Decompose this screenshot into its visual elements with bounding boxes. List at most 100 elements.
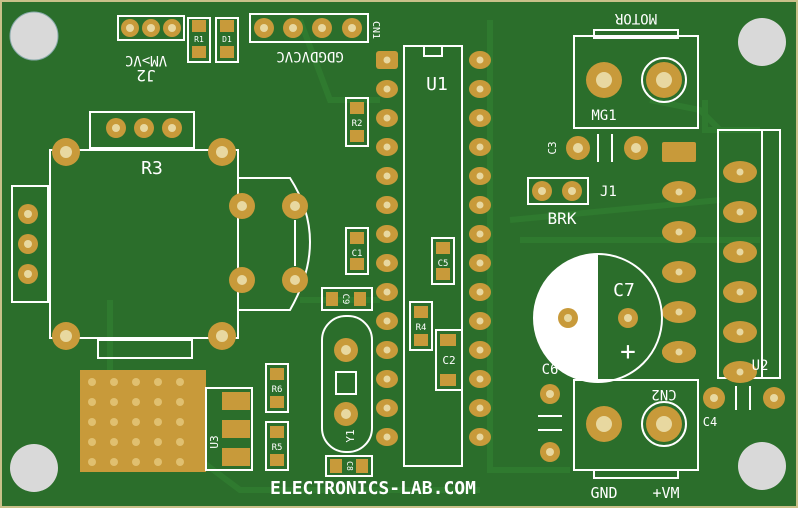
- u3-thermal-via: [132, 438, 140, 446]
- u3-regulator: [80, 370, 253, 472]
- r1-footprint: [187, 17, 211, 63]
- r5-footprint: [265, 421, 289, 471]
- c5-footprint: [431, 237, 455, 285]
- u1-pin: [376, 109, 398, 127]
- u3-thermal-via: [110, 438, 118, 446]
- u3-thermal-via: [132, 378, 140, 386]
- mg1-label: MG1: [591, 108, 616, 124]
- c9-label: C9: [340, 294, 350, 305]
- u3-thermal-via: [88, 398, 96, 406]
- cn1-label: CN1: [370, 21, 381, 39]
- u2-pin: [662, 261, 696, 283]
- c7-plus-label: +: [620, 337, 636, 367]
- u1-pin: [376, 80, 398, 98]
- u3-thermal-via: [88, 418, 96, 426]
- motor-label: MOTOR: [614, 10, 657, 26]
- r4-label: R4: [416, 323, 427, 333]
- u3-thermal-via: [176, 458, 184, 466]
- u1-pin: [469, 370, 491, 388]
- u3-thermal-via: [110, 458, 118, 466]
- cn1-header: [249, 13, 369, 43]
- u3-thermal-via: [132, 398, 140, 406]
- r5-label: R5: [272, 443, 283, 453]
- cn1-pins-label: GDGDVCVC: [276, 48, 343, 64]
- u2-pin: [723, 281, 757, 303]
- gnd-label: GND: [590, 484, 617, 502]
- r2-footprint: [345, 97, 369, 147]
- u1-pin: [376, 341, 398, 359]
- u3-thermal-via: [132, 458, 140, 466]
- u3-thermal-via: [110, 398, 118, 406]
- u2-pin: [723, 201, 757, 223]
- u1-pin: [376, 167, 398, 185]
- vm-label: +VM: [652, 484, 679, 502]
- u1-pin: [376, 283, 398, 301]
- cn2-label: CN2: [651, 386, 676, 402]
- u1-pin: [376, 370, 398, 388]
- u3-thermal-via: [110, 418, 118, 426]
- r6-footprint: [265, 363, 289, 413]
- u1-pin: [469, 283, 491, 301]
- cn2-terminal: [573, 379, 699, 479]
- copper-traces: [107, 18, 760, 493]
- r6-label: R6: [272, 385, 283, 395]
- y1-label: Y1: [344, 429, 357, 442]
- j1-header: [527, 177, 589, 205]
- u3-thermal-via: [132, 418, 140, 426]
- u2-pins: [662, 161, 757, 383]
- j2-pins-label: VM>VC: [125, 52, 167, 68]
- u1-pin: [469, 167, 491, 185]
- u1-pin: [469, 312, 491, 330]
- u1-pin: [376, 428, 398, 446]
- u1-pin: [376, 196, 398, 214]
- r2-label: R2: [352, 119, 363, 129]
- u2-pin: [723, 161, 757, 183]
- r3-potentiometer: [11, 111, 311, 359]
- u3-thermal-via: [88, 378, 96, 386]
- c5-label: C5: [438, 259, 449, 269]
- u2-pin: [723, 241, 757, 263]
- u1-pin: [376, 254, 398, 272]
- u2-pin: [723, 361, 757, 383]
- u1-pin: [376, 399, 398, 417]
- u3-thermal-via: [176, 438, 184, 446]
- c6-label: C6: [542, 362, 559, 378]
- u2-pin: [723, 321, 757, 343]
- mounting-holes: [9, 11, 786, 492]
- r4-footprint: [409, 301, 433, 351]
- c3-capacitor: [566, 134, 648, 162]
- c6-capacitor: [538, 384, 562, 462]
- c3-label: C3: [546, 141, 559, 154]
- c1-label: C1: [352, 249, 363, 259]
- j2-label: J2: [136, 66, 155, 85]
- brk-label: BRK: [548, 209, 577, 228]
- u1-pin: [469, 225, 491, 243]
- j1-label: J1: [600, 184, 617, 200]
- u3-thermal-via: [176, 418, 184, 426]
- u3-thermal-via: [88, 438, 96, 446]
- c2-label: C2: [442, 354, 455, 367]
- c8-footprint: [325, 455, 373, 477]
- u1-pin: [376, 312, 398, 330]
- u3-thermal-via: [154, 458, 162, 466]
- u1-pin: [469, 254, 491, 272]
- u1-label: U1: [426, 74, 448, 95]
- c4-label: C4: [703, 415, 717, 429]
- u3-thermal-via: [154, 378, 162, 386]
- u2-label: U2: [752, 358, 769, 374]
- u3-thermal-via: [88, 458, 96, 466]
- u1-pin: [469, 196, 491, 214]
- u3-label: U3: [208, 435, 221, 448]
- u1-pin: [469, 428, 491, 446]
- u1-pin: [469, 399, 491, 417]
- c9-footprint: [321, 287, 373, 311]
- d1-footprint: [215, 17, 239, 63]
- u3-thermal-via: [154, 438, 162, 446]
- d1-label: D1: [222, 35, 232, 44]
- motor-terminal: [573, 29, 699, 129]
- u1-pin: [469, 341, 491, 359]
- u3-thermal-via: [154, 398, 162, 406]
- u1-pin: [469, 109, 491, 127]
